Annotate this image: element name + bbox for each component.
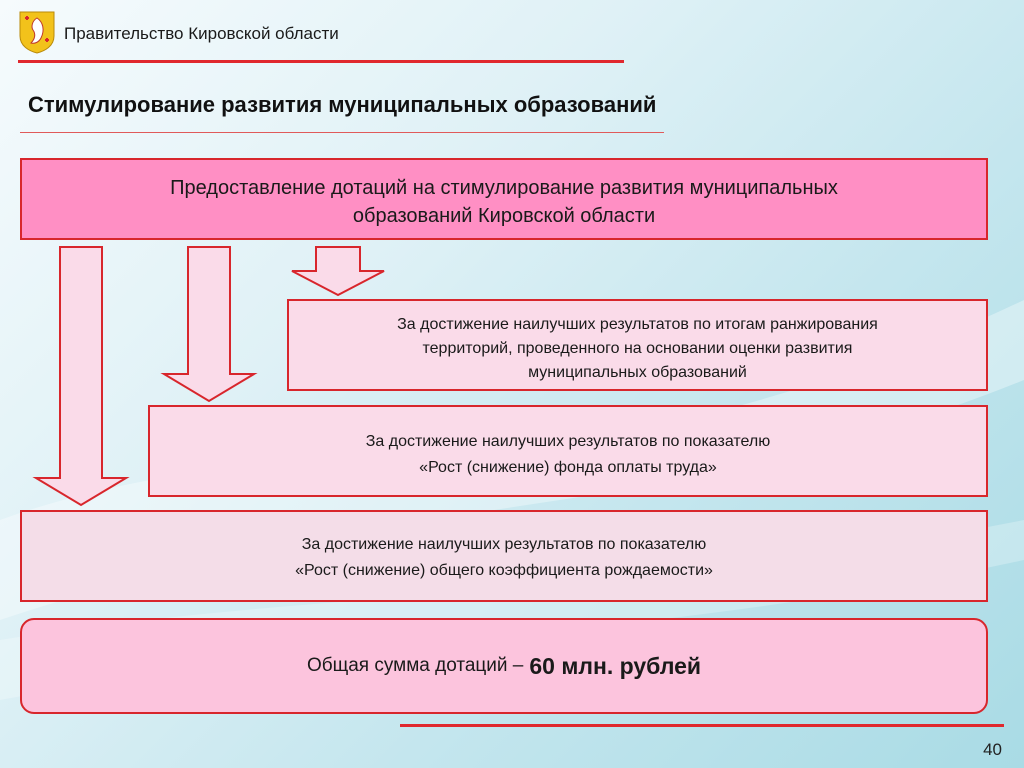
organization-name: Правительство Кировской области	[64, 24, 339, 43]
header-divider	[18, 60, 624, 63]
total-subsidy-box: Общая сумма дотаций – 60 млн. рублей	[20, 618, 988, 714]
kirov-coat-of-arms-icon	[18, 10, 56, 54]
criterion-3-line-1: За достижение наилучших результатов по п…	[301, 536, 707, 553]
criterion-ranking-box: За достижение наилучших результатов по и…	[287, 299, 988, 391]
down-arrow-icon	[291, 246, 385, 297]
criterion-1-line-3: муниципальных образований	[528, 364, 747, 381]
page-title: Стимулирование развития муниципальных об…	[28, 92, 657, 117]
down-arrow-icon	[160, 246, 258, 403]
subsidy-main-box: Предоставление дотаций на стимулирование…	[20, 158, 988, 240]
criterion-1-line-2: территорий, проведенного на основании оц…	[422, 340, 853, 357]
main-box-line-1: Предоставление дотаций на стимулирование…	[170, 177, 838, 199]
total-label: Общая сумма дотаций –	[306, 655, 524, 676]
criterion-3-line-2: «Рост (снижение) общего коэффициента рож…	[295, 562, 713, 579]
total-amount: 60 млн. рублей	[529, 652, 702, 679]
criterion-2-line-2: «Рост (снижение) фонда оплаты труда»	[419, 459, 717, 476]
main-box-line-2: образований Кировской области	[352, 205, 656, 227]
title-divider	[20, 132, 664, 133]
criterion-1-line-1: За достижение наилучших результатов по и…	[397, 316, 878, 333]
criterion-birthrate-box: За достижение наилучших результатов по п…	[20, 510, 988, 602]
criterion-2-line-1: За достижение наилучших результатов по п…	[365, 433, 771, 450]
criterion-payroll-box: За достижение наилучших результатов по п…	[148, 405, 988, 497]
down-arrow-icon	[32, 246, 130, 507]
footer-divider	[400, 724, 1004, 727]
page-number: 40	[983, 740, 1002, 759]
